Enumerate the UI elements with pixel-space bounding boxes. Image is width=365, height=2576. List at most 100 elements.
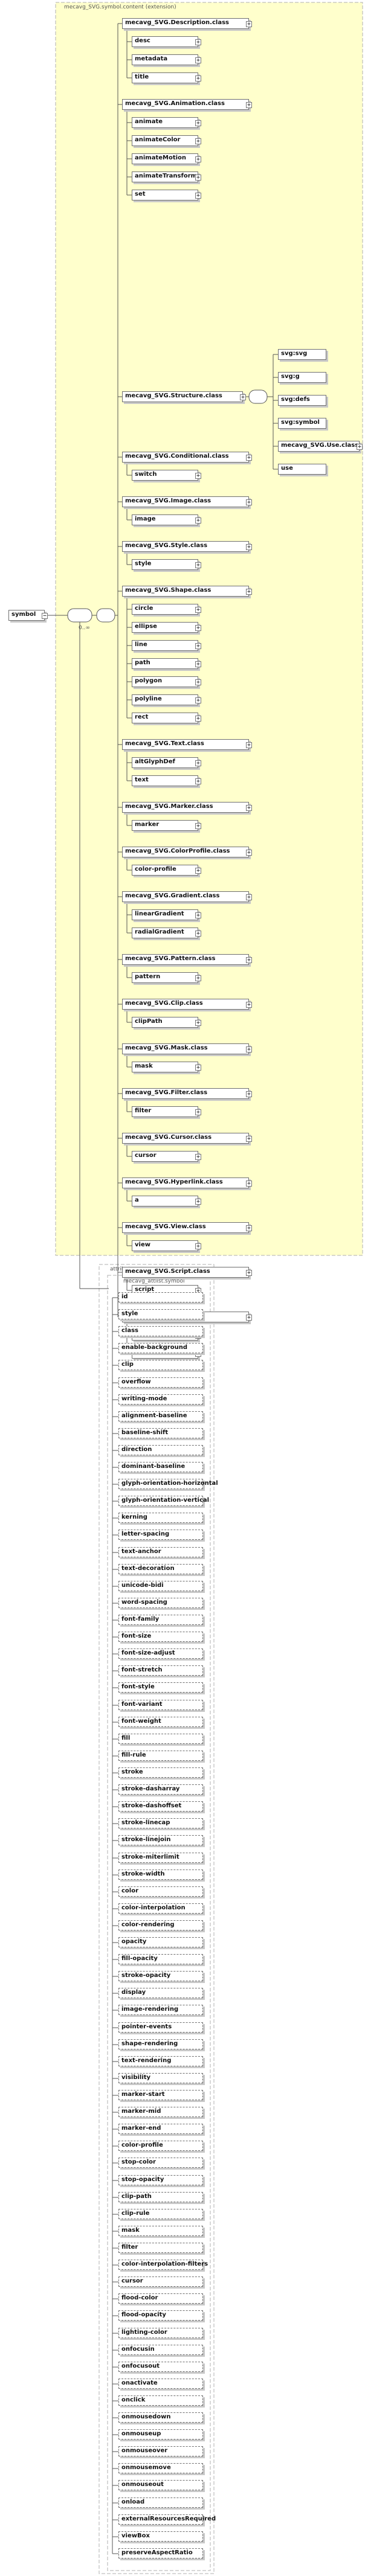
element-animatetransform[interactable]: animateTransform+ [132,171,201,182]
attribute-lighting-color[interactable]: lighting-color [118,2328,203,2338]
element-marker[interactable]: marker+ [132,820,201,831]
attribute-onmousedown[interactable]: onmousedown [118,2412,203,2423]
expand-toggle-icon[interactable]: − [42,613,48,619]
attribute-filter[interactable]: filter [118,2243,203,2253]
expand-icon[interactable]: + [195,175,201,181]
attribute-stroke-linecap[interactable]: stroke-linecap [118,1818,203,1828]
attribute-stroke-width[interactable]: stroke-width [118,1870,203,1880]
attribute-flood-opacity[interactable]: flood-opacity [118,2310,203,2321]
element-svg-svg[interactable]: svg:svg [278,349,326,360]
element-view[interactable]: view+ [132,1240,201,1251]
attribute-direction[interactable]: direction [118,1445,203,1455]
element-style[interactable]: style+ [132,559,201,570]
expand-icon[interactable]: + [195,931,201,937]
expand-icon[interactable]: + [195,473,201,479]
expand-icon[interactable]: + [195,697,201,703]
element-svg-g[interactable]: svg:g [278,372,326,383]
attribute-color-interpolation-filters[interactable]: color-interpolation-filters [118,2260,208,2270]
expand-icon[interactable]: + [246,894,252,900]
attribute-color-rendering[interactable]: color-rendering [118,1920,203,1930]
expand-icon[interactable]: + [195,193,201,199]
attribute-dominant-baseline[interactable]: dominant-baseline [118,1462,203,1472]
attribute-overflow[interactable]: overflow [118,1377,203,1388]
attribute-stroke[interactable]: stroke [118,1767,203,1778]
attribute-word-spacing[interactable]: word-spacing [118,1598,203,1608]
attribute-externalresourcesrequired[interactable]: externalResourcesRequired [118,2514,216,2525]
group-mecavg-svg-text-class[interactable]: mecavg_SVG.Text.class+ [122,739,252,750]
group-mecavg-svg-cursor-class[interactable]: mecavg_SVG.Cursor.class+ [122,1133,252,1144]
group-mecavg-svg-structure-class[interactable]: mecavg_SVG.Structure.class+ [122,391,246,402]
expand-icon[interactable]: + [246,1002,252,1008]
root-element-symbol[interactable]: symbol − [8,610,48,621]
attribute-kerning[interactable]: kerning [118,1513,203,1523]
attribute-writing-mode[interactable]: writing-mode [118,1394,203,1405]
attribute-font-size[interactable]: font-size [118,1632,203,1642]
element-cursor[interactable]: cursor+ [132,1151,201,1162]
attribute-fill-opacity[interactable]: fill-opacity [118,1954,203,1964]
group-mecavg-svg-shape-class[interactable]: mecavg_SVG.Shape.class+ [122,586,252,597]
expand-icon[interactable]: + [246,455,252,461]
attribute-clip-rule[interactable]: clip-rule [118,2209,203,2219]
attribute-viewbox[interactable]: viewBox [118,2531,203,2542]
attribute-class[interactable]: class [118,1326,203,1336]
element-color-profile[interactable]: color-profile+ [132,865,201,876]
expand-icon[interactable]: + [246,544,252,550]
attribute-stroke-opacity[interactable]: stroke-opacity [118,1971,203,1981]
attribute-marker-end[interactable]: marker-end [118,2124,203,2134]
group-mecavg-svg-colorprofile-class[interactable]: mecavg_SVG.ColorProfile.class+ [122,847,252,857]
attribute-display[interactable]: display [118,1988,203,1998]
element-mask[interactable]: mask+ [132,1062,201,1072]
expand-icon[interactable]: + [246,742,252,748]
expand-icon[interactable]: + [246,1046,252,1053]
group-mecavg-svg-animation-class[interactable]: mecavg_SVG.Animation.class+ [122,99,252,110]
group-mecavg-svg-description-class[interactable]: mecavg_SVG.Description.class+ [122,18,252,29]
attribute-fill-rule[interactable]: fill-rule [118,1751,203,1761]
group-mecavg-svg-pattern-class[interactable]: mecavg_SVG.Pattern.class+ [122,954,252,965]
expand-icon[interactable]: + [195,643,201,649]
expand-icon[interactable]: + [195,625,201,631]
element-svg-defs[interactable]: svg:defs [278,395,326,406]
attribute-glyph-orientation-horizontal[interactable]: glyph-orientation-horizontal [118,1479,218,1489]
attribute-marker-start[interactable]: marker-start [118,2090,203,2100]
expand-icon[interactable]: + [195,1065,201,1071]
attribute-marker-mid[interactable]: marker-mid [118,2107,203,2117]
expand-icon[interactable]: + [246,21,252,27]
attribute-cursor[interactable]: cursor [118,2276,203,2287]
expand-icon[interactable]: + [195,607,201,613]
element-rect[interactable]: rect+ [132,713,201,723]
attribute-font-family[interactable]: font-family [118,1615,203,1625]
group-mecavg-svg-marker-class[interactable]: mecavg_SVG.Marker.class+ [122,802,252,813]
expand-icon[interactable]: + [246,1181,252,1187]
element-clippath[interactable]: clipPath+ [132,1017,201,1028]
element-ellipse[interactable]: ellipse+ [132,622,201,633]
expand-icon[interactable]: + [195,1243,201,1249]
attribute-stroke-linejoin[interactable]: stroke-linejoin [118,1835,203,1845]
element-metadata[interactable]: metadata+ [132,54,201,65]
element-a[interactable]: a+ [132,1196,201,1206]
attribute-fill[interactable]: fill [118,1734,203,1744]
expand-icon[interactable]: + [246,957,252,963]
attribute-id[interactable]: id [118,1292,203,1302]
expand-icon[interactable]: + [246,850,252,856]
expand-icon[interactable]: + [195,1199,201,1205]
expand-icon[interactable]: + [195,156,201,162]
expand-icon[interactable]: + [246,589,252,595]
attribute-onmouseup[interactable]: onmouseup [118,2429,203,2440]
element-text[interactable]: text+ [132,775,201,786]
attribute-baseline-shift[interactable]: baseline-shift [118,1428,203,1438]
expand-icon[interactable]: + [195,120,201,126]
attribute-stroke-dasharray[interactable]: stroke-dasharray [118,1784,203,1795]
attribute-font-weight[interactable]: font-weight [118,1717,203,1727]
attribute-onload[interactable]: onload [118,2498,203,2508]
expand-icon[interactable]: + [246,1091,252,1097]
element-radialgradient[interactable]: radialGradient+ [132,928,201,938]
attribute-onfocusout[interactable]: onfocusout [118,2362,203,2372]
attribute-unicode-bidi[interactable]: unicode-bidi [118,1581,203,1591]
expand-icon[interactable]: + [195,562,201,568]
expand-icon[interactable]: + [195,1020,201,1026]
element-polygon[interactable]: polygon+ [132,676,201,687]
element-image[interactable]: image+ [132,514,201,525]
group-mecavg-svg-mask-class[interactable]: mecavg_SVG.Mask.class+ [122,1043,252,1054]
attribute-text-rendering[interactable]: text-rendering [118,2056,203,2066]
expand-icon[interactable]: + [195,975,201,981]
